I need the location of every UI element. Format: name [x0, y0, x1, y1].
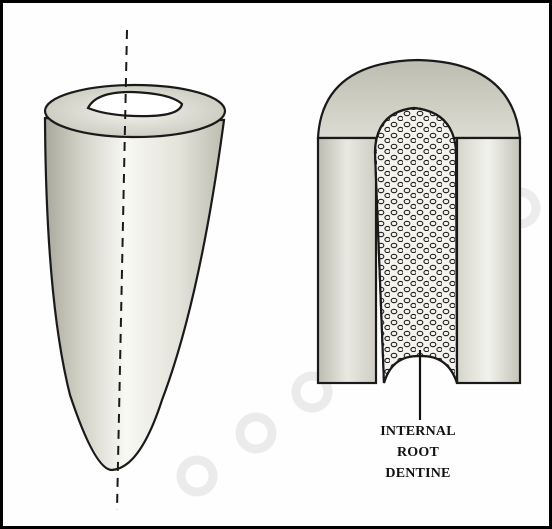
root-body: [45, 118, 224, 470]
internal-root-dentine-label: INTERNAL ROOT DENTINE: [356, 421, 480, 484]
section-wall-left: [318, 138, 376, 383]
section-wall-right: [457, 138, 520, 383]
section-illustration: [318, 60, 520, 420]
label-line-3: DENTINE: [356, 463, 480, 484]
label-line-1: INTERNAL: [356, 421, 480, 442]
label-line-2: ROOT: [356, 442, 480, 463]
root-illustration: [45, 30, 225, 510]
